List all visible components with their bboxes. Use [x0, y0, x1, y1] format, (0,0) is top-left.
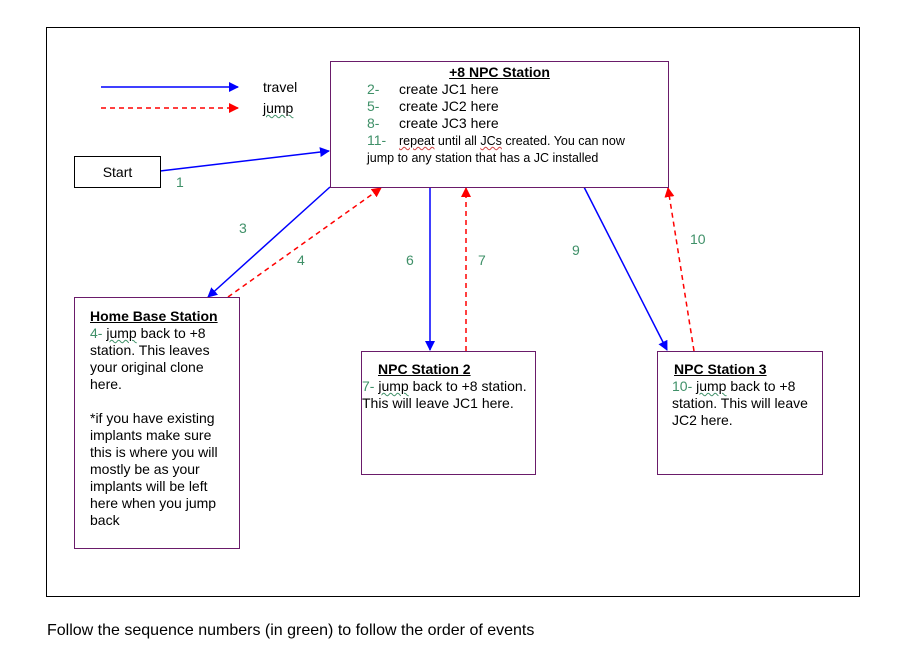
step-number: 8-	[367, 115, 380, 131]
step-text: jump	[106, 325, 137, 341]
arrow-label-10: 10	[690, 231, 706, 247]
step-8: 8- create JC3 here	[367, 115, 668, 132]
step-text: jump	[696, 378, 727, 394]
arrow-label-4: 4	[297, 252, 305, 268]
step-text: back to +8 station. This will leave JC2 …	[672, 378, 808, 428]
step-11: 11- repeat until all JCs created. You can…	[367, 132, 668, 150]
step-text: create JC2 here	[399, 98, 499, 114]
step-2: 2- create JC1 here	[367, 81, 668, 98]
arrow-label-3: 3	[239, 220, 247, 236]
arrow-label-6: 6	[406, 252, 414, 268]
step-number: 2-	[367, 81, 380, 97]
arrow-label-9: 9	[572, 242, 580, 258]
step-text: jump	[378, 378, 409, 394]
npc-station-3-box: NPC Station 3 10- jump back to +8 statio…	[657, 351, 823, 475]
diagram-frame	[46, 27, 860, 597]
home-base-text: 4- jump back to +8 station. This leaves …	[90, 325, 229, 393]
arrow-1-travel	[159, 147, 330, 172]
step-number: 10-	[672, 378, 693, 394]
home-base-note: *if you have existing implants make sure…	[90, 410, 218, 528]
caption: Follow the sequence numbers (in green) t…	[47, 622, 535, 639]
arrow-9-travel	[583, 186, 668, 351]
step-text: back to +8 station. This will leave JC1 …	[362, 378, 527, 411]
step-text: create JC1 here	[399, 81, 499, 97]
step-text: until all	[434, 134, 481, 148]
arrow-4-jump	[227, 187, 382, 298]
legend-jump-text: jump	[263, 100, 294, 116]
legend-travel-label: travel	[263, 79, 298, 95]
step-number: 7-	[362, 378, 375, 394]
home-base-box: Home Base Station 4- jump back to +8 sta…	[74, 297, 240, 549]
step-11-line2: jump to any station that has a JC instal…	[367, 151, 599, 165]
legend-jump-label: jump	[263, 100, 293, 116]
npc-station-2-title: NPC Station 2	[378, 361, 471, 377]
step-text: create JC3 here	[399, 115, 499, 131]
main-station-box: +8 NPC Station 2- create JC1 here 5- creat…	[330, 61, 669, 188]
step-number: 11-	[367, 132, 387, 148]
step-text: JCs	[480, 134, 502, 148]
start-box: Start	[74, 156, 161, 188]
step-5: 5- create JC2 here	[367, 98, 668, 115]
step-text: created. You can now	[501, 134, 625, 148]
npc-station-3-title: NPC Station 3	[674, 361, 767, 377]
npc-station-3-text: 10- jump back to +8 station. This will l…	[672, 378, 814, 429]
main-station-title: +8 NPC Station	[449, 64, 550, 80]
step-number: 5-	[367, 98, 380, 114]
step-text: repeat	[399, 134, 435, 148]
arrow-label-7: 7	[478, 252, 486, 268]
home-base-title: Home Base Station	[90, 308, 218, 324]
npc-station-2-box: NPC Station 2 7- jump back to +8 station…	[361, 351, 536, 475]
arrow-10-jump	[664, 187, 695, 352]
step-number: 4-	[90, 325, 103, 341]
npc-station-2-text: 7- jump back to +8 station. This will le…	[362, 378, 527, 412]
step-text: back to +8 station. This leaves your ori…	[90, 325, 210, 392]
arrow-3-travel	[207, 186, 331, 298]
arrow-label-1: 1	[176, 174, 184, 190]
